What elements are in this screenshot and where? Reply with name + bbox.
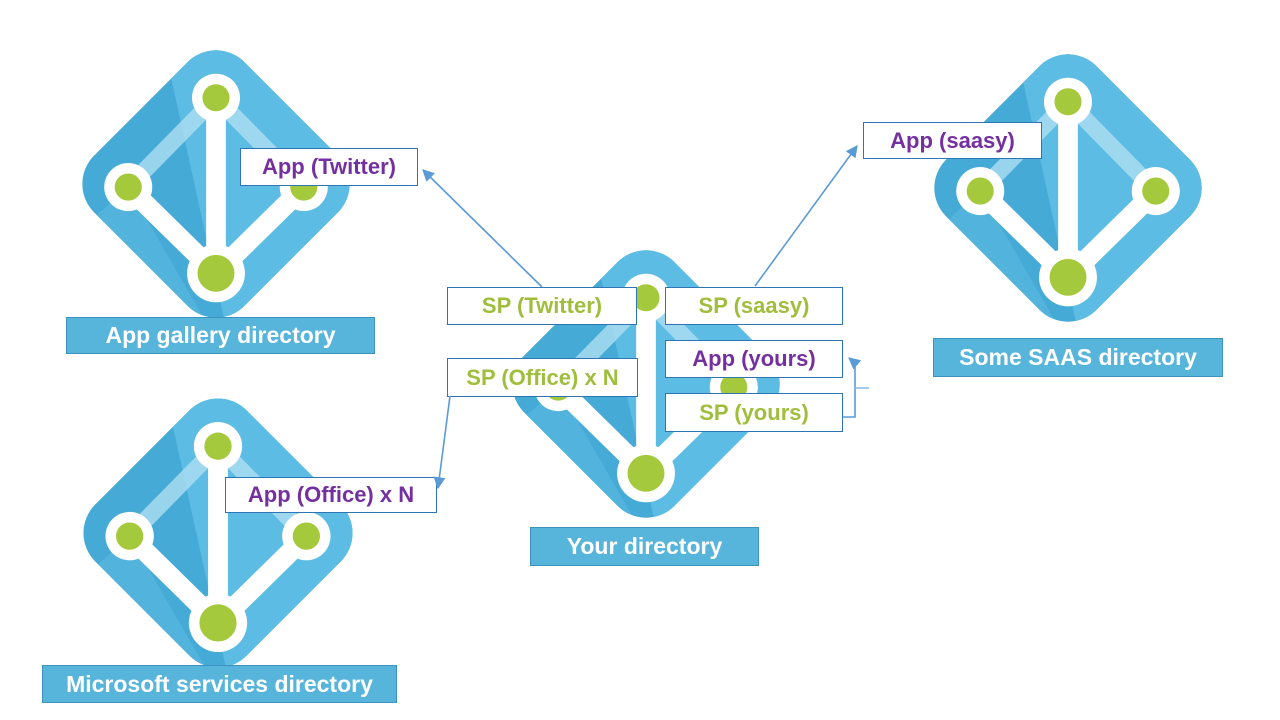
arrow-sp-yours-to-app-yours (843, 357, 862, 418)
directory-banner-some-saas: Some SAAS directory (933, 338, 1223, 377)
callout-sp-yours: SP (yours) (665, 393, 843, 432)
callout-sp-saasy: SP (saasy) (665, 287, 843, 325)
directory-banner-your: Your directory (530, 527, 759, 566)
callout-sp-office: SP (Office) x N (447, 358, 638, 397)
callout-app-saasy: App (saasy) (863, 122, 1042, 159)
callout-app-yours: App (yours) (665, 340, 843, 378)
directory-banner-microsoft-services: Microsoft services directory (42, 665, 397, 703)
callout-app-office: App (Office) x N (225, 477, 437, 513)
arrow-sp-office-to-app-office (433, 395, 451, 490)
directory-icon-microsoft-services (63, 378, 373, 688)
directory-icon-some-saas (914, 34, 1222, 342)
directory-banner-app-gallery: App gallery directory (66, 317, 375, 354)
callout-sp-twitter: SP (Twitter) (447, 287, 637, 325)
callout-app-twitter: App (Twitter) (240, 148, 418, 186)
